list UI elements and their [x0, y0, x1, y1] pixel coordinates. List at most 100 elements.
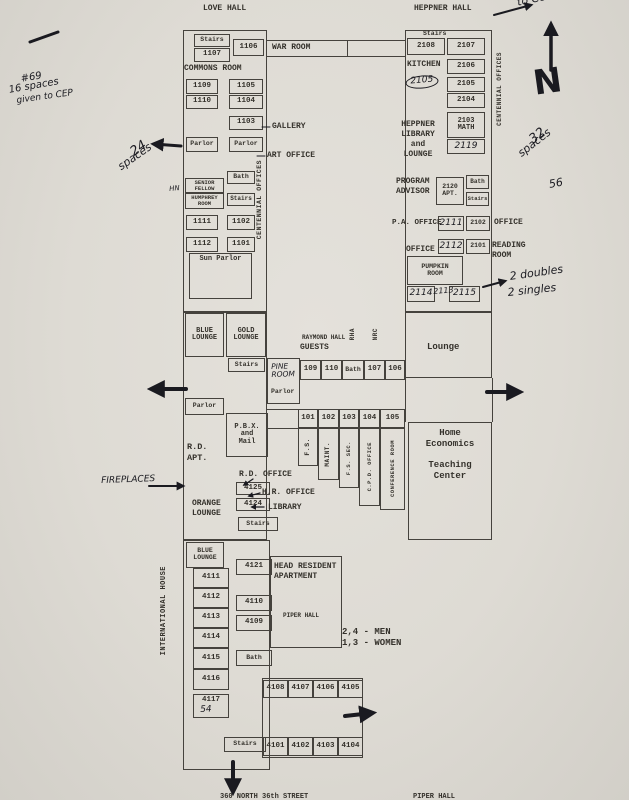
label-teaching-center: Teaching Center	[428, 460, 472, 482]
room-label-maint: MAINT.	[324, 441, 332, 467]
wall-right-corridor-west	[405, 378, 407, 422]
wall-top-corridor-lower	[267, 56, 405, 58]
room-bath-mid: Bath	[342, 360, 364, 380]
room-1103: 1103	[229, 116, 263, 130]
handwritten-note-2-singles: 2 singles	[506, 280, 557, 299]
room-label-106: 106	[388, 365, 402, 374]
room-4107: 4107	[288, 680, 313, 698]
room-parlor-b: Parlor	[229, 137, 263, 152]
handwritten-note-2113: 2113	[432, 285, 454, 296]
room-label-2111: 2111	[439, 217, 463, 228]
room-label-stairs-2: Stairs	[230, 195, 252, 203]
room-4117: 4117	[193, 694, 229, 718]
room-label-2112: 2112	[439, 240, 463, 251]
room-label-109: 109	[303, 365, 318, 374]
room-2119: 2119	[447, 139, 485, 154]
wall-right-lounge-block	[405, 312, 492, 378]
room-bath-c: Bath	[236, 650, 272, 666]
room-label-105: 105	[385, 413, 400, 422]
room-stairs-top: Stairs	[194, 34, 230, 47]
room-bath-a: Bath	[227, 171, 255, 184]
label-piper-hall: PIPER HALL	[283, 612, 320, 619]
room-sun-parlor: Sun Parlor	[189, 253, 252, 299]
room-bath-b: Bath	[466, 175, 489, 189]
room-blue-lounge-2: BLUE LOUNGE	[186, 542, 224, 568]
room-101: 101	[298, 409, 318, 428]
handwritten-note-hn: HN	[168, 184, 181, 193]
room-label-4125: 4125	[243, 483, 262, 492]
room-label-stairs-6: Stairs	[233, 740, 257, 748]
label-raymond-hall: RAYMOND HALL	[302, 334, 346, 341]
room-label-1109: 1109	[192, 81, 211, 90]
label-heppner-library: HEPPNER LIBRARY and LOUNGE	[401, 120, 435, 159]
label-international-house: INTERNATIONAL HOUSE	[160, 566, 168, 656]
room-4108: 4108	[263, 680, 288, 698]
label-stairs-right-top: Stairs	[423, 30, 447, 37]
room-stairs-4: Stairs	[228, 358, 265, 372]
room-label-2106: 2106	[456, 61, 475, 70]
room-label-4113: 4113	[201, 613, 220, 622]
room-label-senior-fellow: SENIOR FELLOW	[194, 178, 215, 192]
room-stairs-rb: Stairs	[466, 192, 489, 206]
room-1106: 1106	[233, 39, 264, 56]
room-label-2114: 2114	[409, 288, 433, 299]
label-orange-lounge: ORANGE LOUNGE	[192, 499, 221, 518]
room-pumpkin-room: PUMPKIN ROOM	[407, 256, 463, 285]
room-label-blue-lounge: BLUE LOUNGE	[191, 326, 218, 342]
room-2106: 2106	[447, 59, 485, 74]
room-humphrey-room: HUMPHREY ROOM	[185, 193, 224, 209]
room-4106: 4106	[313, 680, 338, 698]
room-blue-lounge: BLUE LOUNGE	[185, 313, 224, 357]
arrow-spaces24-arrow	[150, 137, 183, 152]
room-fs: F.S.	[298, 428, 318, 466]
room-label-4103: 4103	[316, 741, 335, 750]
room-label-4115: 4115	[201, 653, 220, 662]
label-rd-apt: R.D. APT.	[187, 442, 208, 463]
room-label-1104: 1104	[236, 97, 255, 106]
room-label-1112: 1112	[192, 239, 211, 248]
room-label-4124: 4124	[243, 499, 262, 508]
room-label-4121: 4121	[244, 562, 263, 571]
room-label-1106: 1106	[239, 42, 258, 51]
room-106: 106	[385, 360, 405, 380]
room-105: 105	[380, 409, 405, 428]
wall-mid-left-block	[183, 312, 267, 540]
room-110: 110	[321, 360, 342, 380]
handwritten-north-n: N	[530, 60, 565, 104]
room-1105: 1105	[229, 79, 263, 94]
room-label-103: 103	[342, 413, 356, 422]
room-label-2103-math: 2103 MATH	[457, 116, 475, 132]
room-label-parlor-c: Parlor	[192, 402, 217, 410]
wall-top-corridor-tick	[347, 40, 349, 56]
room-label-parlor-b: Parlor	[234, 140, 258, 148]
wall-right-corridor-east	[492, 378, 494, 422]
label-office-2102: OFFICE	[494, 218, 523, 227]
room-label-4107: 4107	[291, 684, 310, 693]
label-men-women: 2,4 - MEN 1,3 - WOMEN	[342, 627, 402, 649]
room-label-2104: 2104	[456, 95, 475, 104]
room-2108: 2108	[407, 38, 445, 55]
room-senior-fellow: SENIOR FELLOW	[185, 178, 224, 193]
room-4101: 4101	[263, 737, 288, 756]
room-label-2107: 2107	[456, 41, 475, 50]
handwritten-note-pine-room: PINE ROOM	[270, 361, 296, 380]
room-label-4114: 4114	[201, 633, 220, 642]
room-label-1102: 1102	[231, 217, 250, 226]
room-label-fs-sec: F.S. SEC.	[345, 440, 353, 476]
label-nrc: NRC	[372, 328, 379, 341]
wall-right-wing	[405, 30, 492, 312]
handwritten-note-fireplaces: FIREPLACES	[100, 474, 156, 486]
label-guests: GUESTS	[300, 343, 329, 352]
room-label-bath-mid: Bath	[345, 365, 361, 373]
room-4116: 4116	[193, 669, 229, 690]
label-rd-office: R.D. OFFICE	[239, 470, 292, 479]
label-library: LIBRARY	[268, 503, 302, 512]
room-stairs-2: Stairs	[227, 193, 255, 206]
room-1104: 1104	[229, 95, 263, 109]
room-label-2101: 2101	[470, 242, 486, 250]
label-love-hall: LOVE HALL	[203, 4, 247, 13]
handwritten-to-cent: to Cent	[516, 0, 558, 9]
room-label-4112: 4112	[201, 593, 220, 602]
label-rha: RHA	[349, 328, 356, 341]
room-label-4111: 4111	[201, 573, 220, 582]
